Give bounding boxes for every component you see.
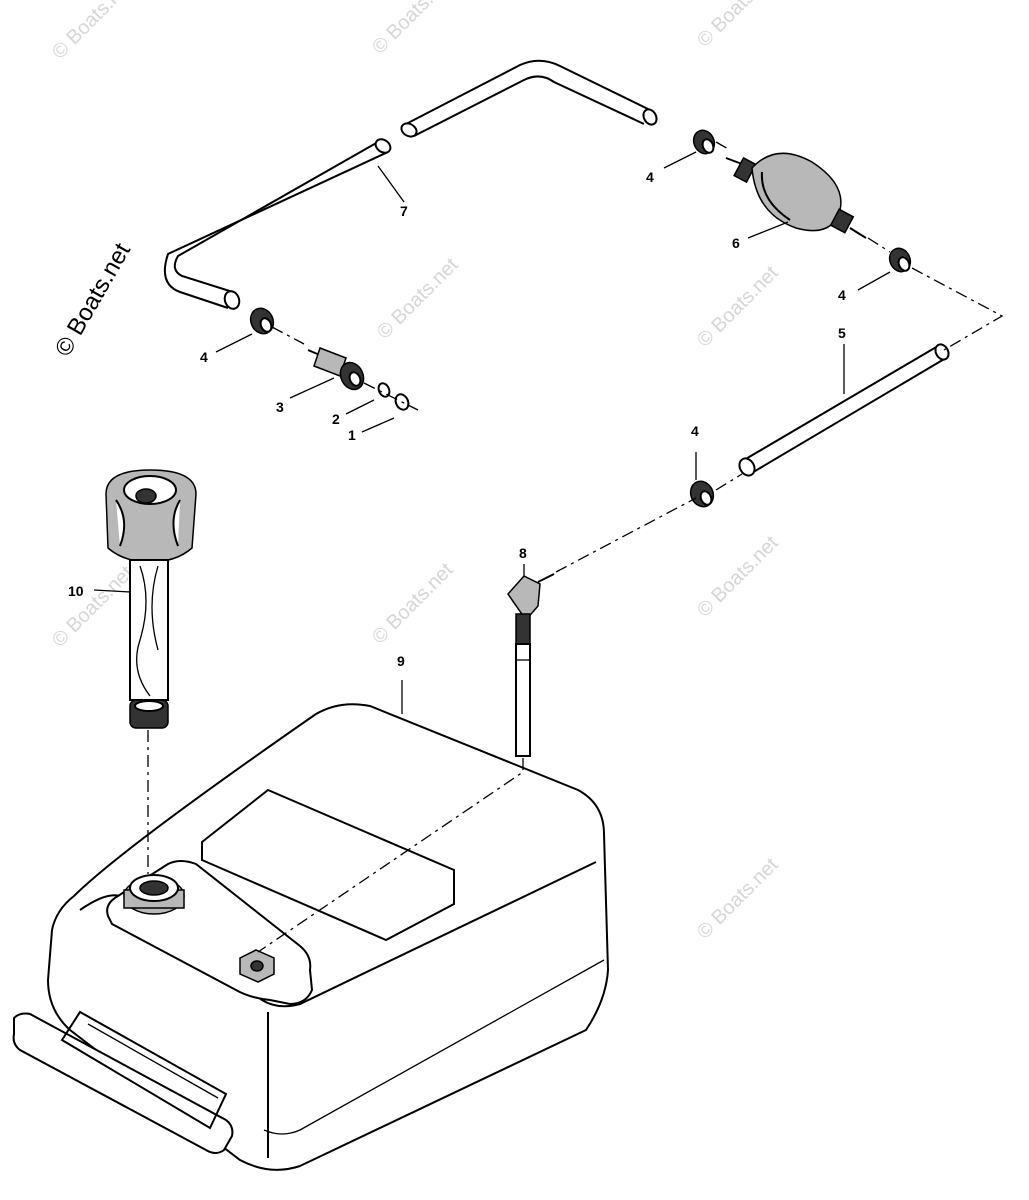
- leader-lines: [93, 151, 891, 714]
- watermark-tile: © Boats.net: [693, 262, 783, 352]
- watermark-tile: © Boats.net: [693, 0, 783, 52]
- callout-9: 9: [397, 653, 405, 669]
- hose-7: [164, 59, 658, 310]
- clamp-4-lower: [689, 480, 715, 508]
- hose-5: [738, 343, 950, 477]
- watermark-tile: © Boats.net: [48, 562, 138, 652]
- callout-7: 7: [400, 203, 408, 219]
- callout-3: 3: [276, 399, 284, 415]
- clamp-4-upper: [692, 129, 716, 155]
- clamp-4-left: [249, 307, 275, 335]
- primer-bulb-6: [725, 152, 867, 239]
- clamp-4-right: [888, 247, 912, 273]
- watermark-tile: © Boats.net: [48, 0, 138, 64]
- callout-4: 4: [200, 349, 208, 365]
- callout-numbers: 1 2 3 4 4 4 4 5 6 7 8 9 10: [68, 169, 846, 669]
- callout-5: 5: [838, 325, 846, 341]
- callout-4: 4: [646, 169, 654, 185]
- fuel-gauge-10: [105, 469, 197, 729]
- callout-2: 2: [332, 411, 340, 427]
- watermark-main: © Boats.net: [50, 238, 136, 361]
- watermark-tile: © Boats.net: [368, 0, 458, 59]
- o-ring-2: [377, 382, 391, 398]
- callout-8: 8: [519, 545, 527, 561]
- pickup-elbow-8: [507, 573, 555, 757]
- fuel-tank-9: [12, 703, 610, 1171]
- callout-6: 6: [732, 235, 740, 251]
- callout-1: 1: [348, 427, 356, 443]
- watermark-tile: © Boats.net: [373, 254, 463, 344]
- connector-3: [307, 347, 365, 391]
- callout-4: 4: [691, 423, 699, 439]
- assembly-lines: [147, 141, 1004, 953]
- callout-10: 10: [68, 583, 84, 599]
- watermark-tile: © Boats.net: [368, 559, 458, 649]
- watermark-tile: © Boats.net: [693, 532, 783, 622]
- callout-4: 4: [838, 287, 846, 303]
- watermark-tile: © Boats.net: [693, 854, 783, 944]
